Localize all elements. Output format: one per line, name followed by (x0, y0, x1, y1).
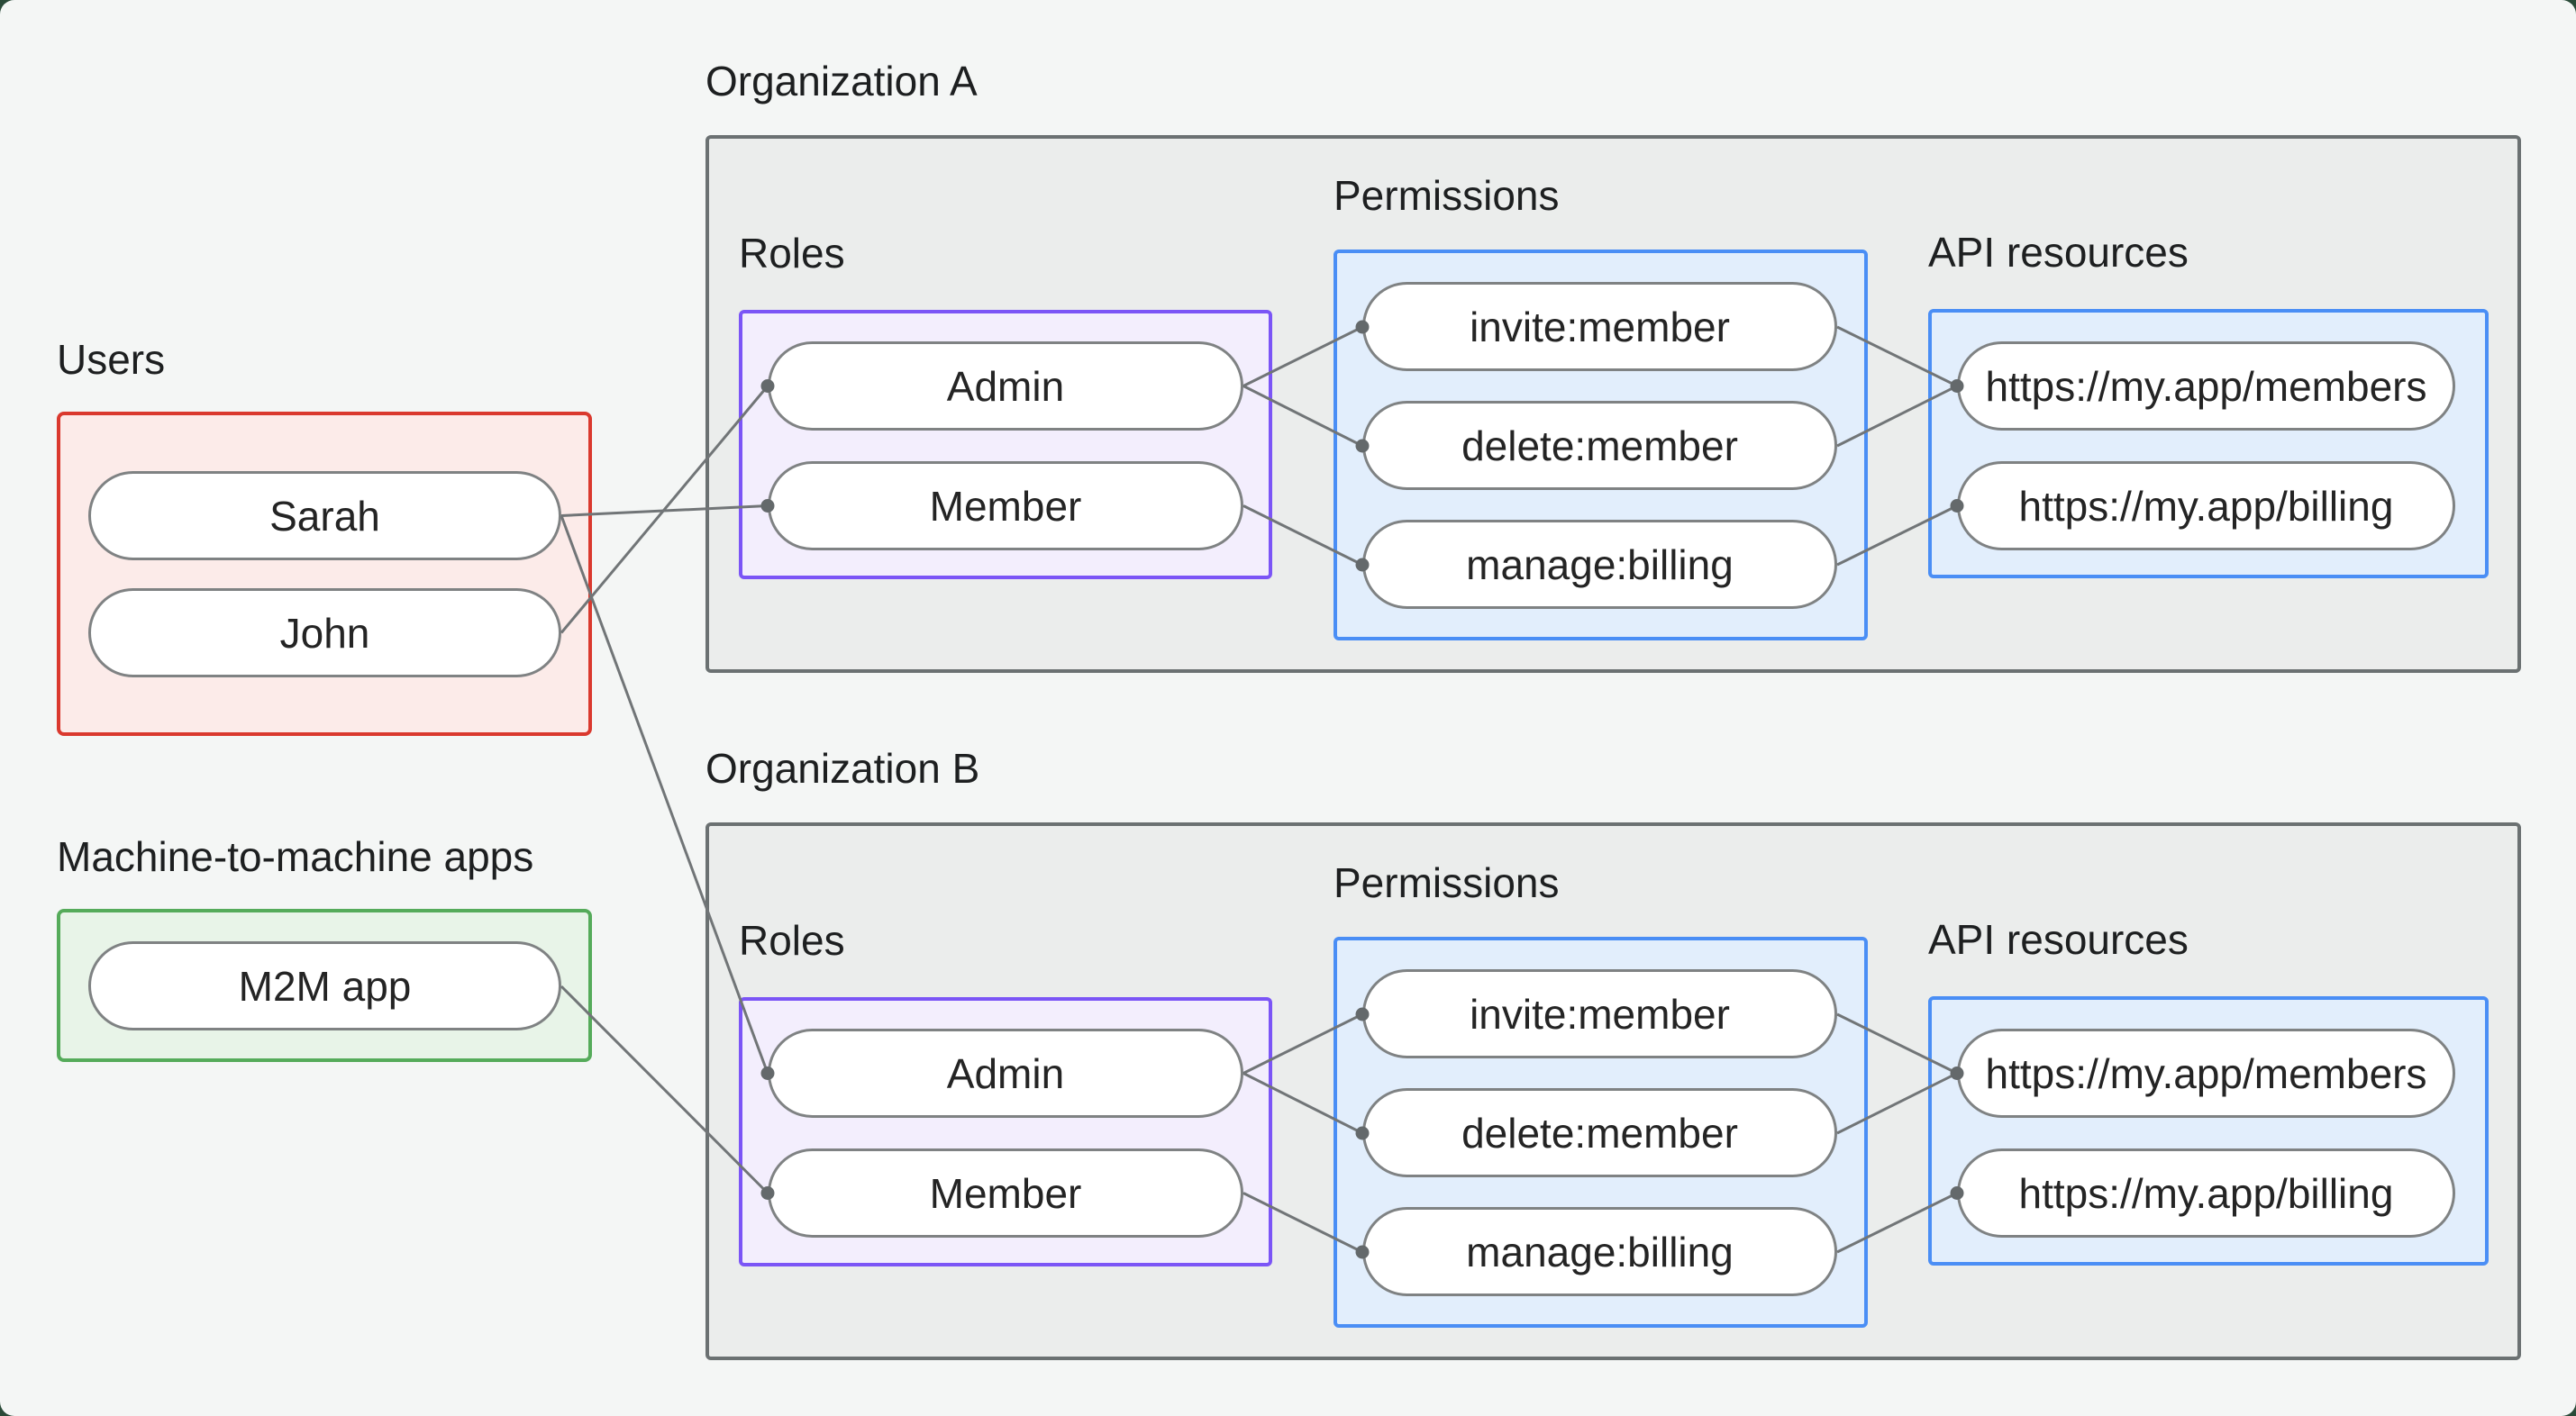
node-label: Member (929, 482, 1082, 530)
node-label: invite:member (1470, 990, 1730, 1038)
node-label: Admin (946, 1049, 1065, 1097)
node-label: invite:member (1470, 303, 1730, 350)
node-org-b-invite-member: invite:member (1362, 969, 1837, 1058)
node-org-b-delete-member: delete:member (1362, 1088, 1837, 1177)
users-group-label: Users (57, 336, 166, 383)
node-label: Sarah (269, 492, 380, 540)
node-label: Admin (946, 362, 1065, 410)
node-label: Member (929, 1169, 1082, 1217)
org-a-roles-label: Roles (739, 230, 845, 277)
node-org-a-invite-member: invite:member (1362, 282, 1837, 371)
node-label: John (279, 609, 370, 657)
node-org-b-admin: Admin (768, 1029, 1243, 1118)
node-org-b-members-api: https://my.app/members (1957, 1029, 2455, 1118)
node-org-a-admin: Admin (768, 341, 1243, 431)
node-label: https://my.app/billing (2018, 482, 2394, 530)
node-label: https://my.app/members (1985, 362, 2427, 410)
node-org-a-manage-billing: manage:billing (1362, 520, 1837, 609)
org-b-api-label: API resources (1928, 916, 2189, 963)
org-a-permissions-label: Permissions (1334, 172, 1560, 219)
org-b-title: Organization B (705, 745, 980, 792)
node-org-b-member: Member (768, 1148, 1243, 1238)
node-label: delete:member (1461, 422, 1738, 469)
node-org-a-member: Member (768, 461, 1243, 550)
node-sarah: Sarah (88, 471, 561, 560)
node-org-b-billing-api: https://my.app/billing (1957, 1148, 2455, 1238)
users-group-box (57, 412, 592, 736)
node-org-a-members-api: https://my.app/members (1957, 341, 2455, 431)
node-label: delete:member (1461, 1109, 1738, 1157)
node-label: manage:billing (1466, 540, 1734, 588)
org-a-title: Organization A (705, 58, 978, 104)
node-label: https://my.app/billing (2018, 1169, 2394, 1217)
node-org-a-billing-api: https://my.app/billing (1957, 461, 2455, 550)
node-label: M2M app (238, 962, 412, 1010)
m2m-group-label: Machine-to-machine apps (57, 833, 534, 880)
org-a-api-label: API resources (1928, 229, 2189, 276)
node-label: https://my.app/members (1985, 1049, 2427, 1097)
node-label: manage:billing (1466, 1228, 1734, 1275)
node-org-a-delete-member: delete:member (1362, 401, 1837, 490)
org-b-permissions-label: Permissions (1334, 859, 1560, 906)
node-org-b-manage-billing: manage:billing (1362, 1207, 1837, 1296)
node-john: John (88, 588, 561, 677)
node-m2m-app: M2M app (88, 941, 561, 1030)
org-b-roles-label: Roles (739, 917, 845, 964)
